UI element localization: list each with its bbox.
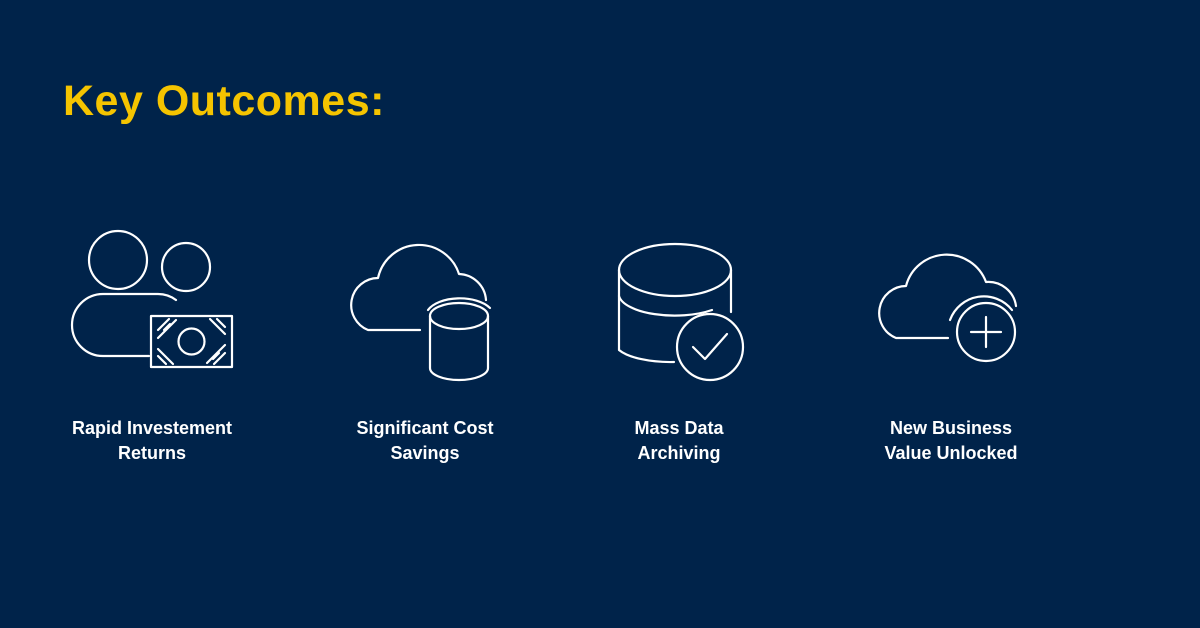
outcome-label-line-2: Returns	[117, 443, 186, 463]
outcome-label: Rapid Investement Returns	[42, 416, 262, 466]
outcome-label-line-2: Value Unlocked	[884, 443, 1018, 463]
database-check-icon	[614, 240, 750, 386]
cloud-database-icon	[338, 232, 494, 382]
outcome-label: New Business Value Unlocked	[841, 416, 1061, 466]
outcome-label-line-1: Significant Cost	[356, 418, 494, 438]
outcome-label: Significant Cost Savings	[315, 416, 535, 466]
page-title: Key Outcomes:	[63, 77, 385, 125]
outcome-label-line-2: Savings	[390, 443, 460, 463]
outcome-label-line-2: Archiving	[637, 443, 721, 463]
outcome-label: Mass Data Archiving	[569, 416, 789, 466]
cloud-plus-icon	[868, 240, 1018, 366]
outcome-label-line-1: New Business	[889, 418, 1013, 438]
outcome-label-line-1: Rapid Investement	[71, 418, 233, 438]
people-money-icon	[66, 226, 242, 372]
outcome-label-line-1: Mass Data	[634, 418, 724, 438]
